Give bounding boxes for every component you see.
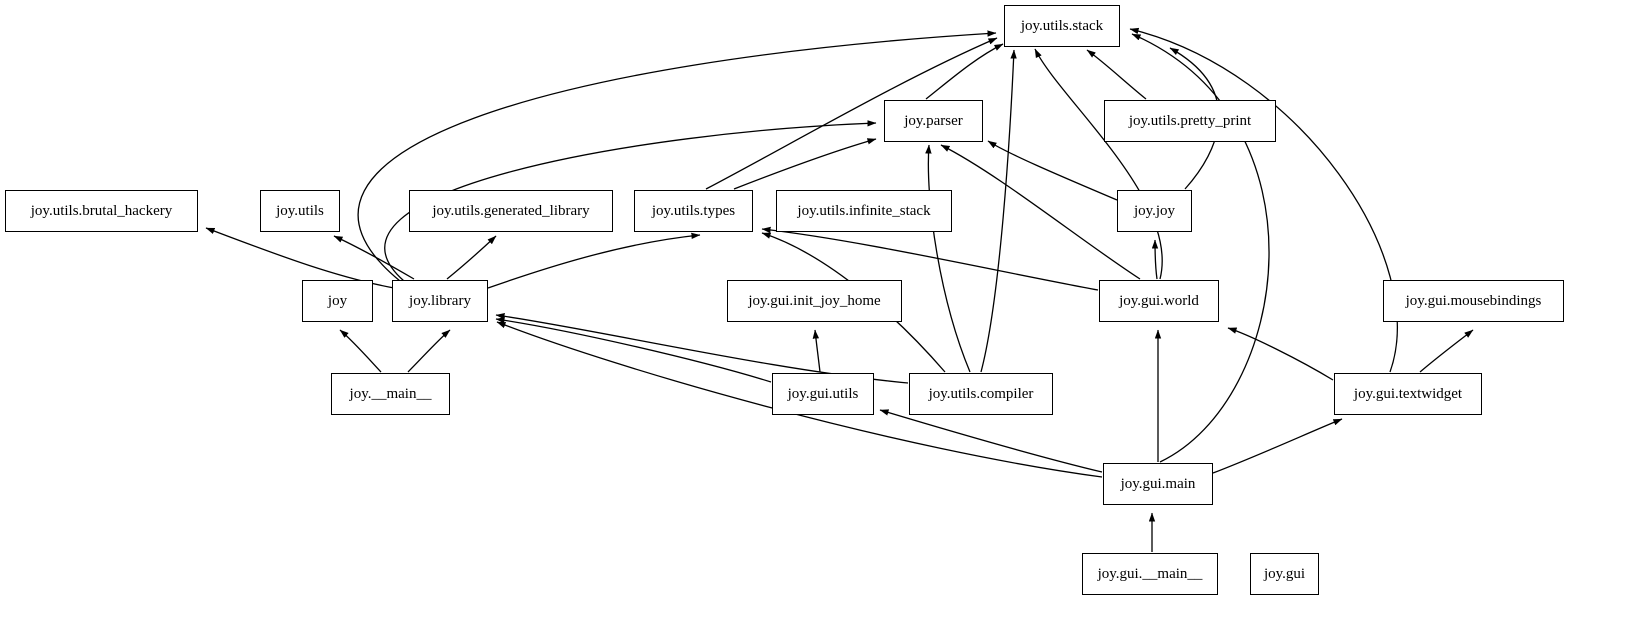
node-joy-utils-generated-library[interactable]: joy.utils.generated_library — [409, 190, 613, 232]
edge-joy-gui-world-to-joy-joy — [1151, 239, 1159, 280]
node-label: joy.utils.stack — [1020, 17, 1104, 34]
edge-joy-mainmod-to-joy-library — [407, 329, 451, 373]
edge-joy-utils-types-to-joy-utils-stack — [705, 37, 998, 190]
node-label: joy.utils.brutal_hackery — [30, 202, 173, 219]
edge-joy-gui-world-to-joy-utils-stack — [1034, 48, 1163, 280]
node-joy-gui-textwidget[interactable]: joy.gui.textwidget — [1334, 373, 1482, 415]
edge-joy-gui-utils-to-joy-gui-init-joy-home — [812, 329, 821, 373]
edge-joy-utils-pretty-print-to-joy-utils-stack — [1086, 49, 1147, 100]
node-joy-main-module[interactable]: joy.__main__ — [331, 373, 450, 415]
node-joy-utils-stack[interactable]: joy.utils.stack — [1004, 5, 1120, 47]
edge-joy-gui-main-to-joy-gui-textwidget — [1212, 418, 1343, 474]
node-label: joy.gui.utils — [787, 385, 859, 402]
node-label: joy.utils.infinite_stack — [797, 202, 931, 219]
node-label: joy.utils.types — [651, 202, 736, 219]
edge-joy-utils-compiler-to-joy-utils-stack — [980, 49, 1017, 373]
edge-joy-gui-world-to-joy-utils-types — [761, 226, 1099, 291]
node-joy-gui-world[interactable]: joy.gui.world — [1099, 280, 1219, 322]
node-label: joy.gui.__main__ — [1097, 565, 1203, 582]
node-label: joy.joy — [1133, 202, 1176, 219]
edge-joy-library-to-joy-utils-generated-library — [446, 235, 497, 280]
node-joy-utils-brutal-hackery[interactable]: joy.utils.brutal_hackery — [5, 190, 198, 232]
edge-group — [205, 27, 1474, 552]
node-joy-parser[interactable]: joy.parser — [884, 100, 983, 142]
edge-joy-utils-compiler-to-joy-parser — [925, 144, 971, 373]
node-joy-library[interactable]: joy.library — [392, 280, 488, 322]
edge-joy-gui-textwidget-to-joy-gui-world — [1227, 327, 1334, 381]
edge-joy-mainmod-to-joy — [339, 329, 382, 373]
node-label: joy.gui.main — [1120, 475, 1196, 492]
node-label: joy.gui — [1263, 565, 1306, 582]
node-joy-gui-init-joy-home[interactable]: joy.gui.init_joy_home — [727, 280, 902, 322]
node-label: joy.__main__ — [349, 385, 432, 402]
node-joy-gui-main-module[interactable]: joy.gui.__main__ — [1082, 553, 1218, 595]
edge-joy-gui-main-to-joy-utils-stack — [1131, 33, 1270, 463]
node-label: joy.gui.textwidget — [1353, 385, 1463, 402]
node-joy-utils-types[interactable]: joy.utils.types — [634, 190, 753, 232]
node-label: joy.parser — [904, 112, 963, 129]
node-joy-utils-infinite-stack[interactable]: joy.utils.infinite_stack — [776, 190, 952, 232]
edge-joy-gui-utils-to-joy-library — [495, 317, 772, 383]
node-joy-gui-mousebindings[interactable]: joy.gui.mousebindings — [1383, 280, 1564, 322]
edge-joy-parser-to-joy-utils-stack — [925, 43, 1004, 100]
node-joy-gui-main[interactable]: joy.gui.main — [1103, 463, 1213, 505]
node-label: joy.utils.pretty_print — [1128, 112, 1252, 129]
node-label: joy.utils — [276, 202, 324, 219]
node-label: joy.gui.world — [1119, 292, 1199, 309]
node-label: joy.library — [409, 292, 471, 309]
node-joy-utils-pretty-print[interactable]: joy.utils.pretty_print — [1104, 100, 1276, 142]
node-joy-utils[interactable]: joy.utils — [260, 190, 340, 232]
node-label: joy.utils.compiler — [928, 385, 1034, 402]
node-label: joy.utils.generated_library — [432, 202, 590, 219]
edge-joy-library-to-joy-utils-brutal-hackery — [205, 227, 395, 289]
node-label: joy.gui.mousebindings — [1405, 292, 1542, 309]
edge-joy-gui-textwidget-to-joy-gui-mousebindings — [1419, 329, 1474, 373]
edge-joy-joy-to-joy-parser — [987, 140, 1118, 201]
edge-joy-gui-main-to-joy-library — [496, 321, 1103, 478]
edge-joy-gui-world-to-joy-parser — [940, 144, 1141, 280]
edge-joy-library-to-joy-utils-stack — [357, 30, 997, 282]
node-joy-joy[interactable]: joy.joy — [1117, 190, 1192, 232]
node-label: joy — [327, 292, 348, 309]
node-joy[interactable]: joy — [302, 280, 373, 322]
edge-joy-library-to-joy-utils-types — [487, 232, 701, 289]
edge-joy-gui-main-to-joy-gui-utils — [879, 409, 1103, 473]
edge-joy-library-to-joy-parser — [384, 120, 877, 282]
edge-joy-utils-types-to-joy-parser — [733, 138, 877, 190]
node-label: joy.gui.init_joy_home — [748, 292, 881, 309]
node-joy-gui-utils[interactable]: joy.gui.utils — [772, 373, 874, 415]
node-joy-utils-compiler[interactable]: joy.utils.compiler — [909, 373, 1053, 415]
edge-joy-library-to-joy-utils — [333, 235, 415, 280]
node-joy-gui[interactable]: joy.gui — [1250, 553, 1319, 595]
